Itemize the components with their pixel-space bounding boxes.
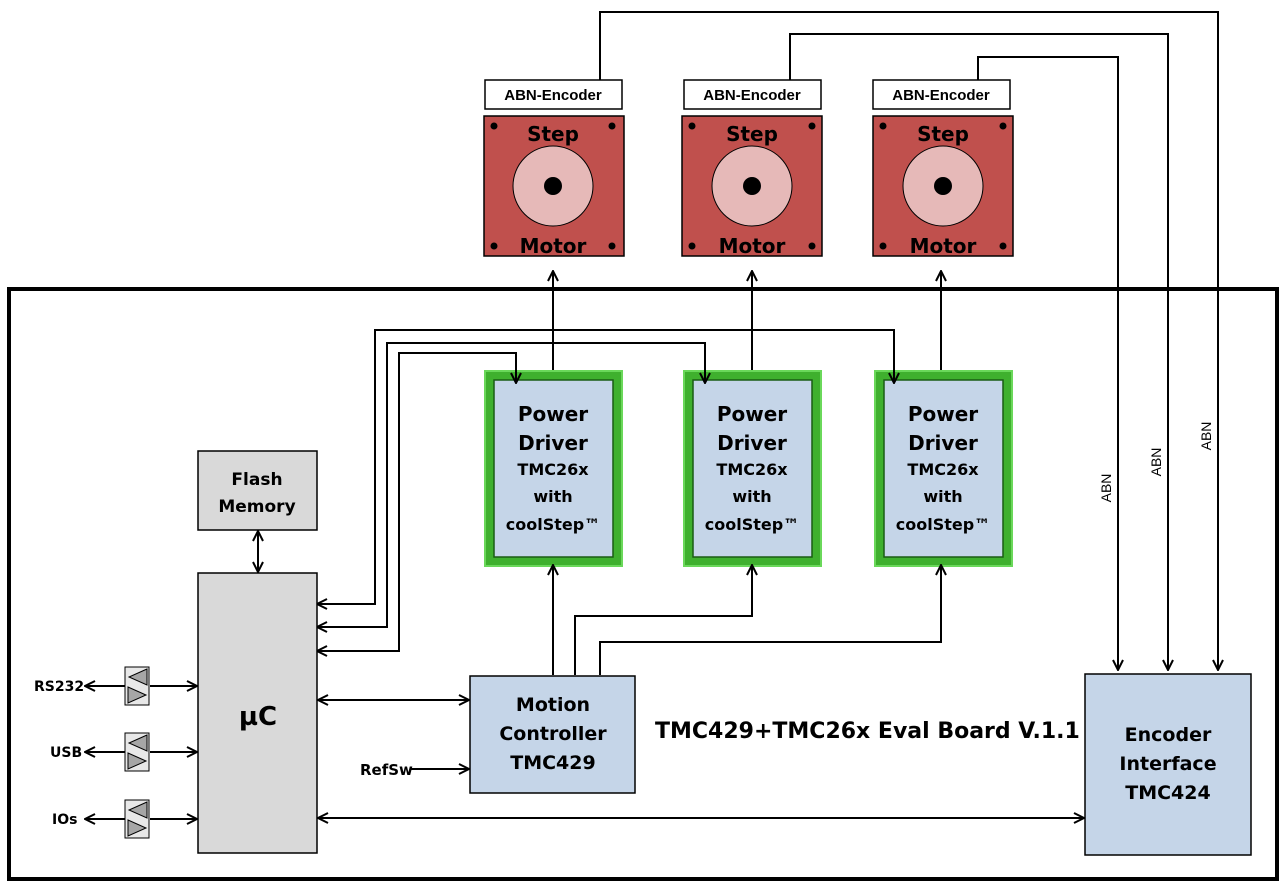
motor-unit-1: ABN-Encoder Step Motor xyxy=(483,79,625,258)
driver2-line4: with xyxy=(732,487,771,506)
encoder-interface-line1: Encoder xyxy=(1125,724,1212,746)
power-driver-1: Power Driver TMC26x with coolStep™ xyxy=(484,370,623,567)
motor-shaft-1 xyxy=(544,177,562,195)
ios-label: IOs xyxy=(52,812,77,828)
motion-controller-line2: Controller xyxy=(499,723,607,745)
refsw-label: RefSw xyxy=(360,761,413,779)
driver3-line1: Power xyxy=(908,402,978,426)
abn-label-3: ABN xyxy=(1198,422,1214,451)
microcontroller: µC xyxy=(197,572,318,854)
driver3-line5: coolStep™ xyxy=(896,515,990,534)
encoder-interface-line3: TMC424 xyxy=(1125,782,1210,804)
flash-memory: Flash Memory xyxy=(197,450,318,531)
driver1-line3: TMC26x xyxy=(517,460,589,479)
driver1-line1: Power xyxy=(518,402,588,426)
motion-controller-line1: Motion xyxy=(516,694,590,716)
motor-bottom-label-1: Motor xyxy=(520,234,587,258)
controller-driver-lines xyxy=(553,566,941,675)
abn-label-2: ABN xyxy=(1148,448,1164,477)
flash-line1: Flash xyxy=(231,470,282,490)
motor-shaft-2 xyxy=(743,177,761,195)
power-driver-3: Power Driver TMC26x with coolStep™ xyxy=(874,370,1013,567)
abn-encoder-label-2: ABN-Encoder xyxy=(703,87,801,104)
mcu-label: µC xyxy=(239,702,277,732)
motor-bottom-label-3: Motor xyxy=(910,234,977,258)
port-usb: USB xyxy=(50,732,196,772)
encoder-line-3 xyxy=(977,56,1118,669)
driver1-line2: Driver xyxy=(518,431,588,455)
driver1-line5: coolStep™ xyxy=(506,515,600,534)
driver1-line4: with xyxy=(533,487,572,506)
driver2-line2: Driver xyxy=(717,431,787,455)
encoder-feedback-lines xyxy=(599,11,1218,669)
driver3-line3: TMC26x xyxy=(907,460,979,479)
motor-bottom-label-2: Motor xyxy=(719,234,786,258)
abn-encoder-label-3: ABN-Encoder xyxy=(892,87,990,104)
encoder-line-2 xyxy=(789,33,1168,669)
motor-top-label-2: Step xyxy=(726,122,778,146)
encoder-interface-line2: Interface xyxy=(1119,753,1216,775)
power-driver-2: Power Driver TMC26x with coolStep™ xyxy=(683,370,822,567)
driver3-line4: with xyxy=(923,487,962,506)
motor-unit-2: ABN-Encoder Step Motor xyxy=(681,79,823,258)
usb-label: USB xyxy=(50,745,82,761)
rs232-label: RS232 xyxy=(34,679,84,695)
abn-encoder-box-1 xyxy=(484,79,623,110)
mcu-driver-bus xyxy=(318,329,894,651)
abn-encoder-label-1: ABN-Encoder xyxy=(504,87,602,104)
encoder-interface: Encoder Interface TMC424 xyxy=(1084,673,1252,856)
abn-encoder-box-3 xyxy=(872,79,1011,110)
driver2-line5: coolStep™ xyxy=(705,515,799,534)
driver3-line2: Driver xyxy=(908,431,978,455)
driver2-line3: TMC26x xyxy=(716,460,788,479)
driver2-line1: Power xyxy=(717,402,787,426)
motor-top-label-1: Step xyxy=(527,122,579,146)
motor-unit-3: ABN-Encoder Step Motor xyxy=(872,79,1014,258)
board-title: TMC429+TMC26x Eval Board V.1.1 xyxy=(655,719,1080,744)
flash-line2: Memory xyxy=(218,497,295,517)
abn-encoder-box-2 xyxy=(683,79,822,110)
motion-controller: Motion Controller TMC429 xyxy=(469,675,636,794)
abn-label-1: ABN xyxy=(1098,474,1114,503)
motion-controller-line3: TMC429 xyxy=(510,752,595,774)
port-rs232: RS232 xyxy=(34,666,196,706)
port-ios: IOs xyxy=(52,799,196,839)
motor-shaft-3 xyxy=(934,177,952,195)
board-outline xyxy=(7,287,1279,881)
motor-top-label-3: Step xyxy=(917,122,969,146)
encoder-line-1 xyxy=(599,11,1218,669)
